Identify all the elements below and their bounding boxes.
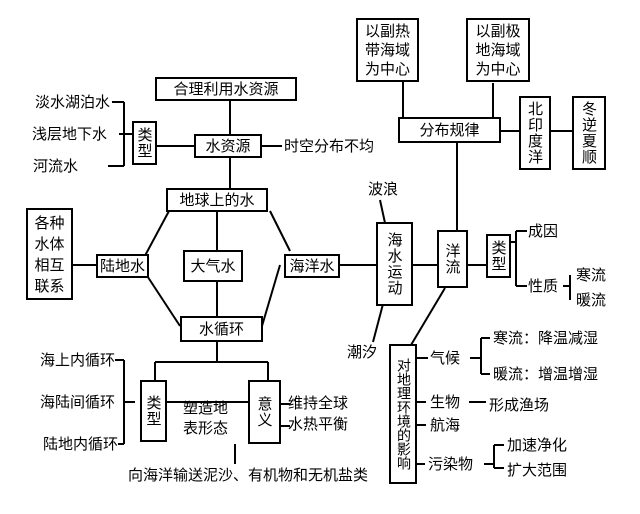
navigation-text: 航海 (430, 416, 461, 434)
ocean-motion-box: 海水运动 (376, 222, 413, 306)
fishing-text: 形成渔场 (489, 396, 550, 414)
currents-box: 洋流 (437, 230, 468, 288)
resources-types-box: 类型 (132, 121, 157, 165)
sea-cycle-text: 海上内循环 (40, 351, 116, 369)
freshwater-lake-text: 淡水湖泊水 (35, 93, 111, 111)
warm-current-text: 暖流 (576, 291, 607, 309)
spread-text: 扩大范围 (507, 461, 568, 479)
purify-text: 加速净化 (507, 436, 568, 454)
water-resources-box: 水资源 (194, 134, 262, 158)
earth-water-box: 地球上的水 (166, 188, 268, 212)
impact-box: 对地理环境的影响 (389, 344, 417, 484)
heat-balance-text: 维持全球 水热平衡 (288, 394, 349, 433)
land-cycle-text: 陆地内循环 (43, 435, 119, 453)
distribution-box: 分布规律 (398, 117, 501, 143)
water-cycle-box: 水循环 (180, 316, 263, 342)
shape-surface-text: 塑造地 表形态 (183, 399, 229, 437)
subpolar-box: 以副极 地海域 为中心 (466, 18, 530, 82)
warm-effect-text: 暖流：增温增湿 (493, 365, 599, 383)
pollutants-text: 污染物 (428, 455, 474, 473)
rational-use-box: 合理利用水资源 (155, 77, 297, 101)
sea-land-cycle-text: 海陆间循环 (40, 393, 116, 411)
spatiotemporal-text: 时空分布不均 (284, 137, 375, 155)
current-types-box: 类型 (486, 234, 511, 278)
cycle-meaning-box: 意义 (248, 380, 281, 444)
land-water-box: 陆地水 (96, 254, 149, 278)
tides-text: 潮汐 (347, 343, 378, 361)
subtropical-box: 以副热 带海域 为中心 (356, 18, 419, 82)
nature-text: 性质 (528, 277, 559, 295)
transport-text: 向海洋输送泥沙、有机物和无机盐类 (128, 466, 369, 484)
water-body-links-box: 各种 水体 相互 联系 (26, 208, 73, 300)
cause-text: 成因 (528, 222, 559, 240)
monsoon-box: 冬逆夏顺 (572, 96, 606, 170)
biology-text: 生物 (430, 393, 461, 411)
cycle-types-box: 类型 (140, 380, 167, 442)
climate-text: 气候 (430, 349, 461, 367)
shallow-groundwater-text: 浅层地下水 (32, 125, 108, 143)
atmosphere-water-box: 大气水 (183, 250, 243, 282)
cold-effect-text: 寒流：降温减湿 (493, 329, 599, 347)
cold-current-text: 寒流 (576, 266, 607, 284)
river-water-text: 河流水 (33, 157, 79, 175)
north-indian-box: 北印度洋 (519, 96, 551, 170)
waves-text: 波浪 (368, 180, 399, 198)
ocean-water-box: 海洋水 (284, 254, 340, 278)
